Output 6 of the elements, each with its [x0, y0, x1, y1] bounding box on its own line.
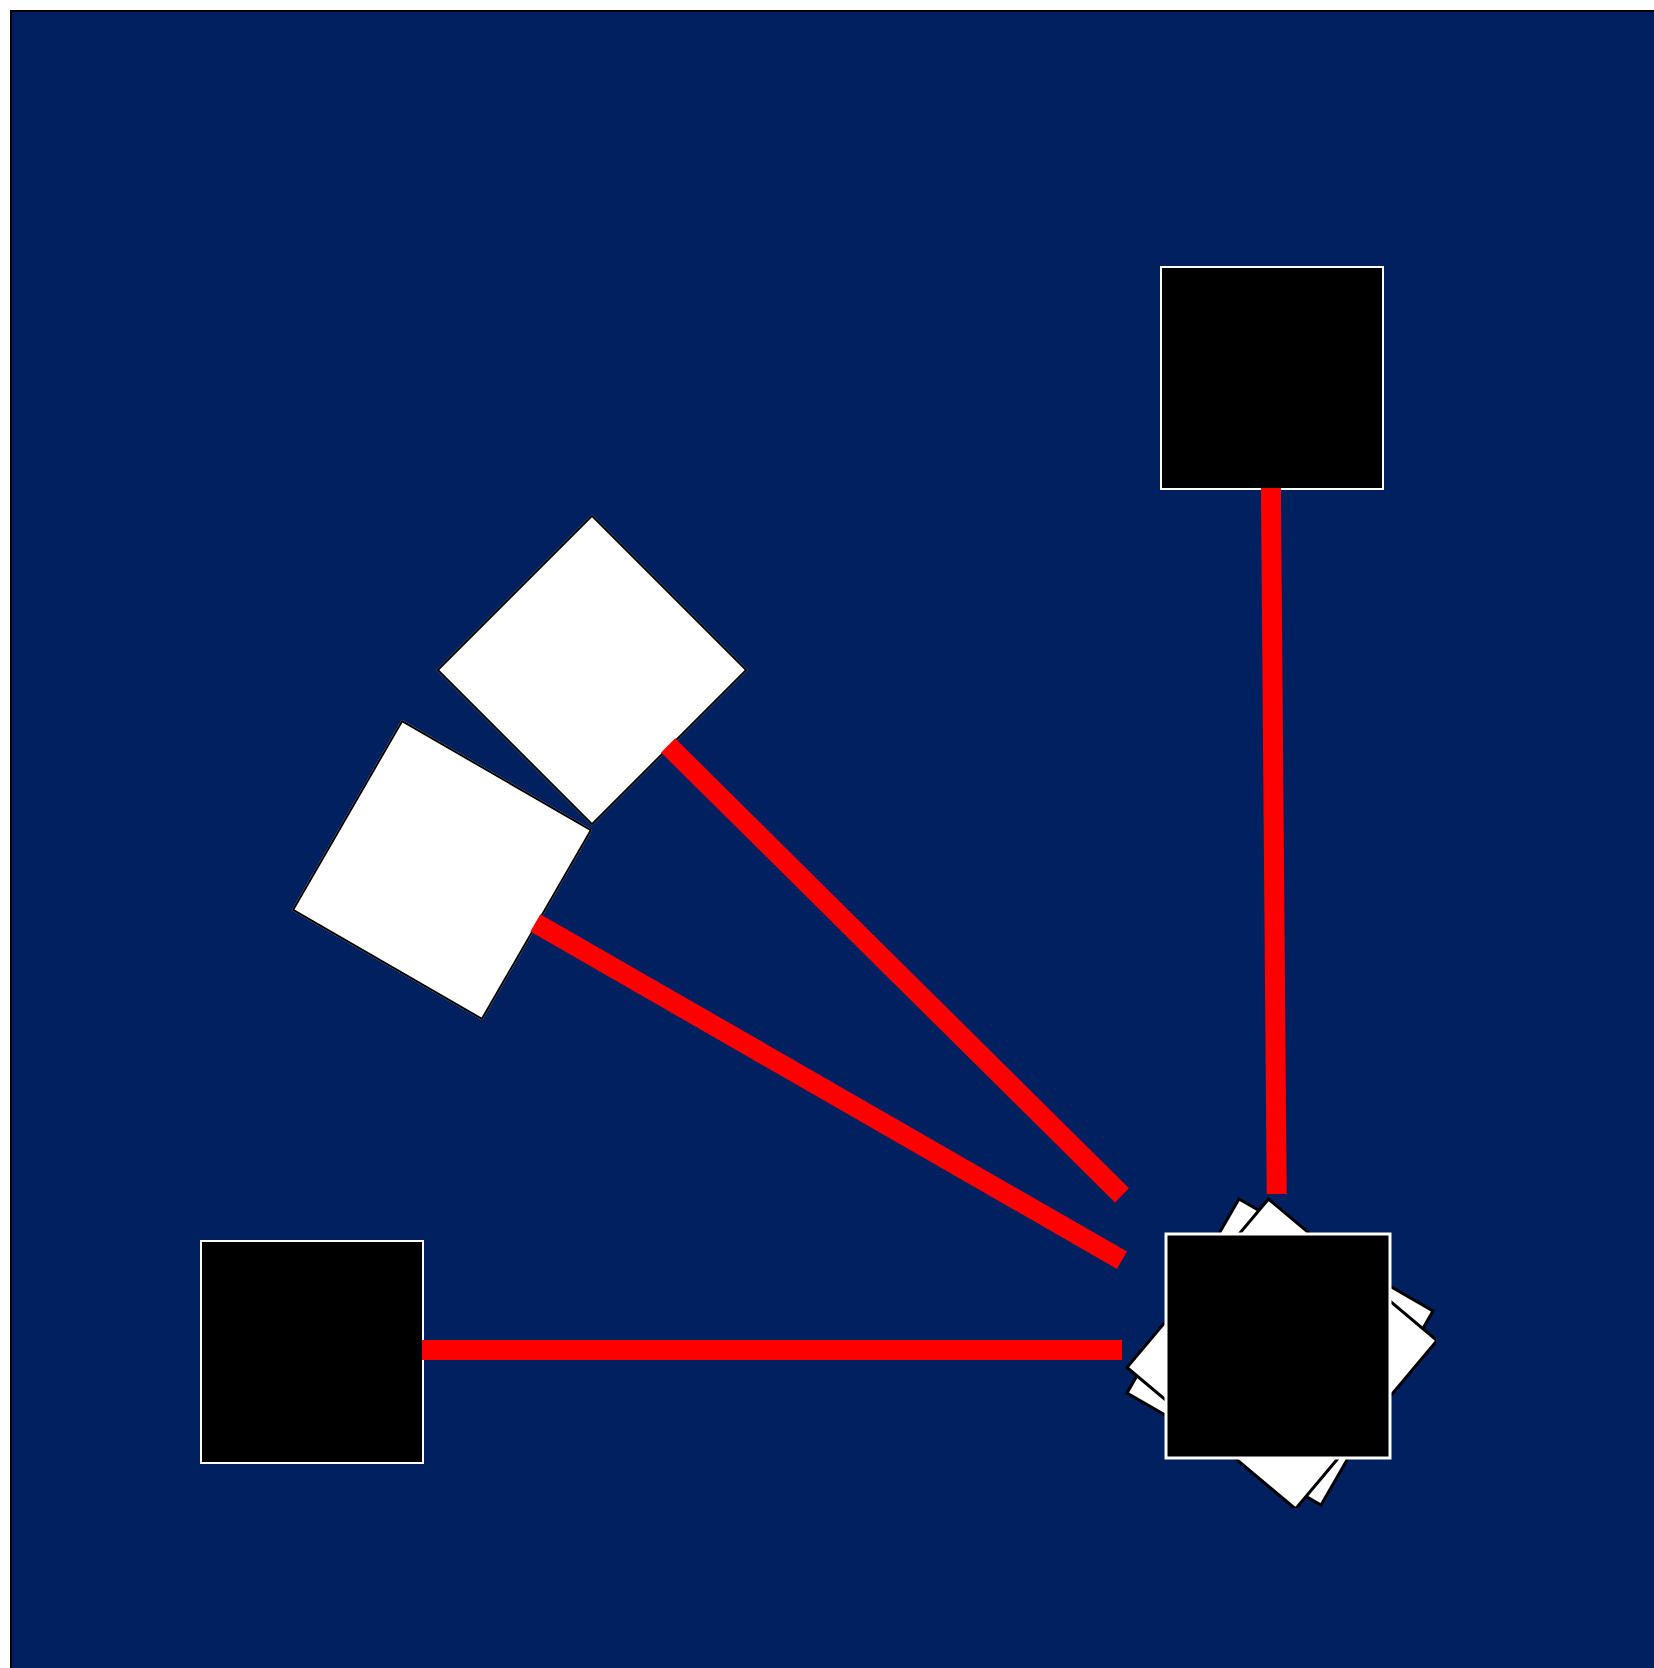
connector-line	[422, 1340, 1122, 1360]
connector-line	[661, 738, 1130, 1203]
square-tile	[1160, 266, 1384, 490]
square-tile	[200, 1240, 424, 1464]
connector-line	[1260, 487, 1287, 1195]
connector-line	[530, 914, 1127, 1269]
